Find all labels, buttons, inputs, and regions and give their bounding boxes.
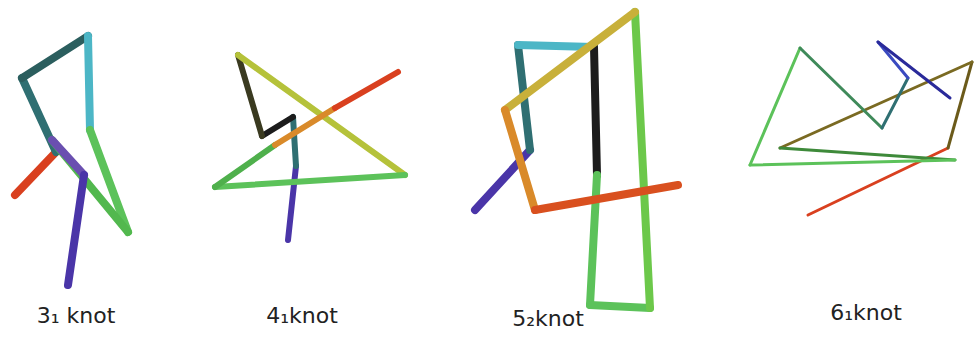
knot-strand [948,62,972,148]
knot-strand [878,42,950,98]
knot-strand [52,140,84,175]
knot-strand [52,140,128,232]
knot-strand [215,175,405,187]
knot-strand [88,36,90,130]
knot-strand [288,166,296,240]
knot-label: 5₂knot [512,306,584,332]
knot-strand [882,78,908,128]
knot-strand [750,48,800,165]
knot-strand [535,185,678,210]
knot-strand [780,148,955,160]
figure-eight-knot [215,55,405,240]
knot-strand [780,62,972,148]
knot-strand [590,305,650,308]
five-two-knot [475,12,678,308]
knot-strand [750,160,955,165]
knot-strand [22,36,88,78]
knot-strand [90,130,128,232]
knot-strand [590,175,597,305]
knot-strand [275,108,335,145]
knot-label: 6₁knot [830,300,902,326]
knot-strand [335,72,398,108]
knot-strand [293,117,296,166]
knot-strand [68,175,84,285]
knot-strand [505,110,535,210]
knot-strand [15,152,56,195]
knot-strand [215,145,275,187]
knot-strand [505,12,635,110]
knot-label: 3₁ knot [37,303,116,329]
knot-strand [800,48,882,128]
trefoil-knot [15,36,128,285]
knot-strand [262,117,293,136]
six-one-knot [750,42,972,215]
knot-label: 4₁knot [266,303,338,329]
knot-strand [635,12,650,308]
knot-strand [594,47,597,175]
